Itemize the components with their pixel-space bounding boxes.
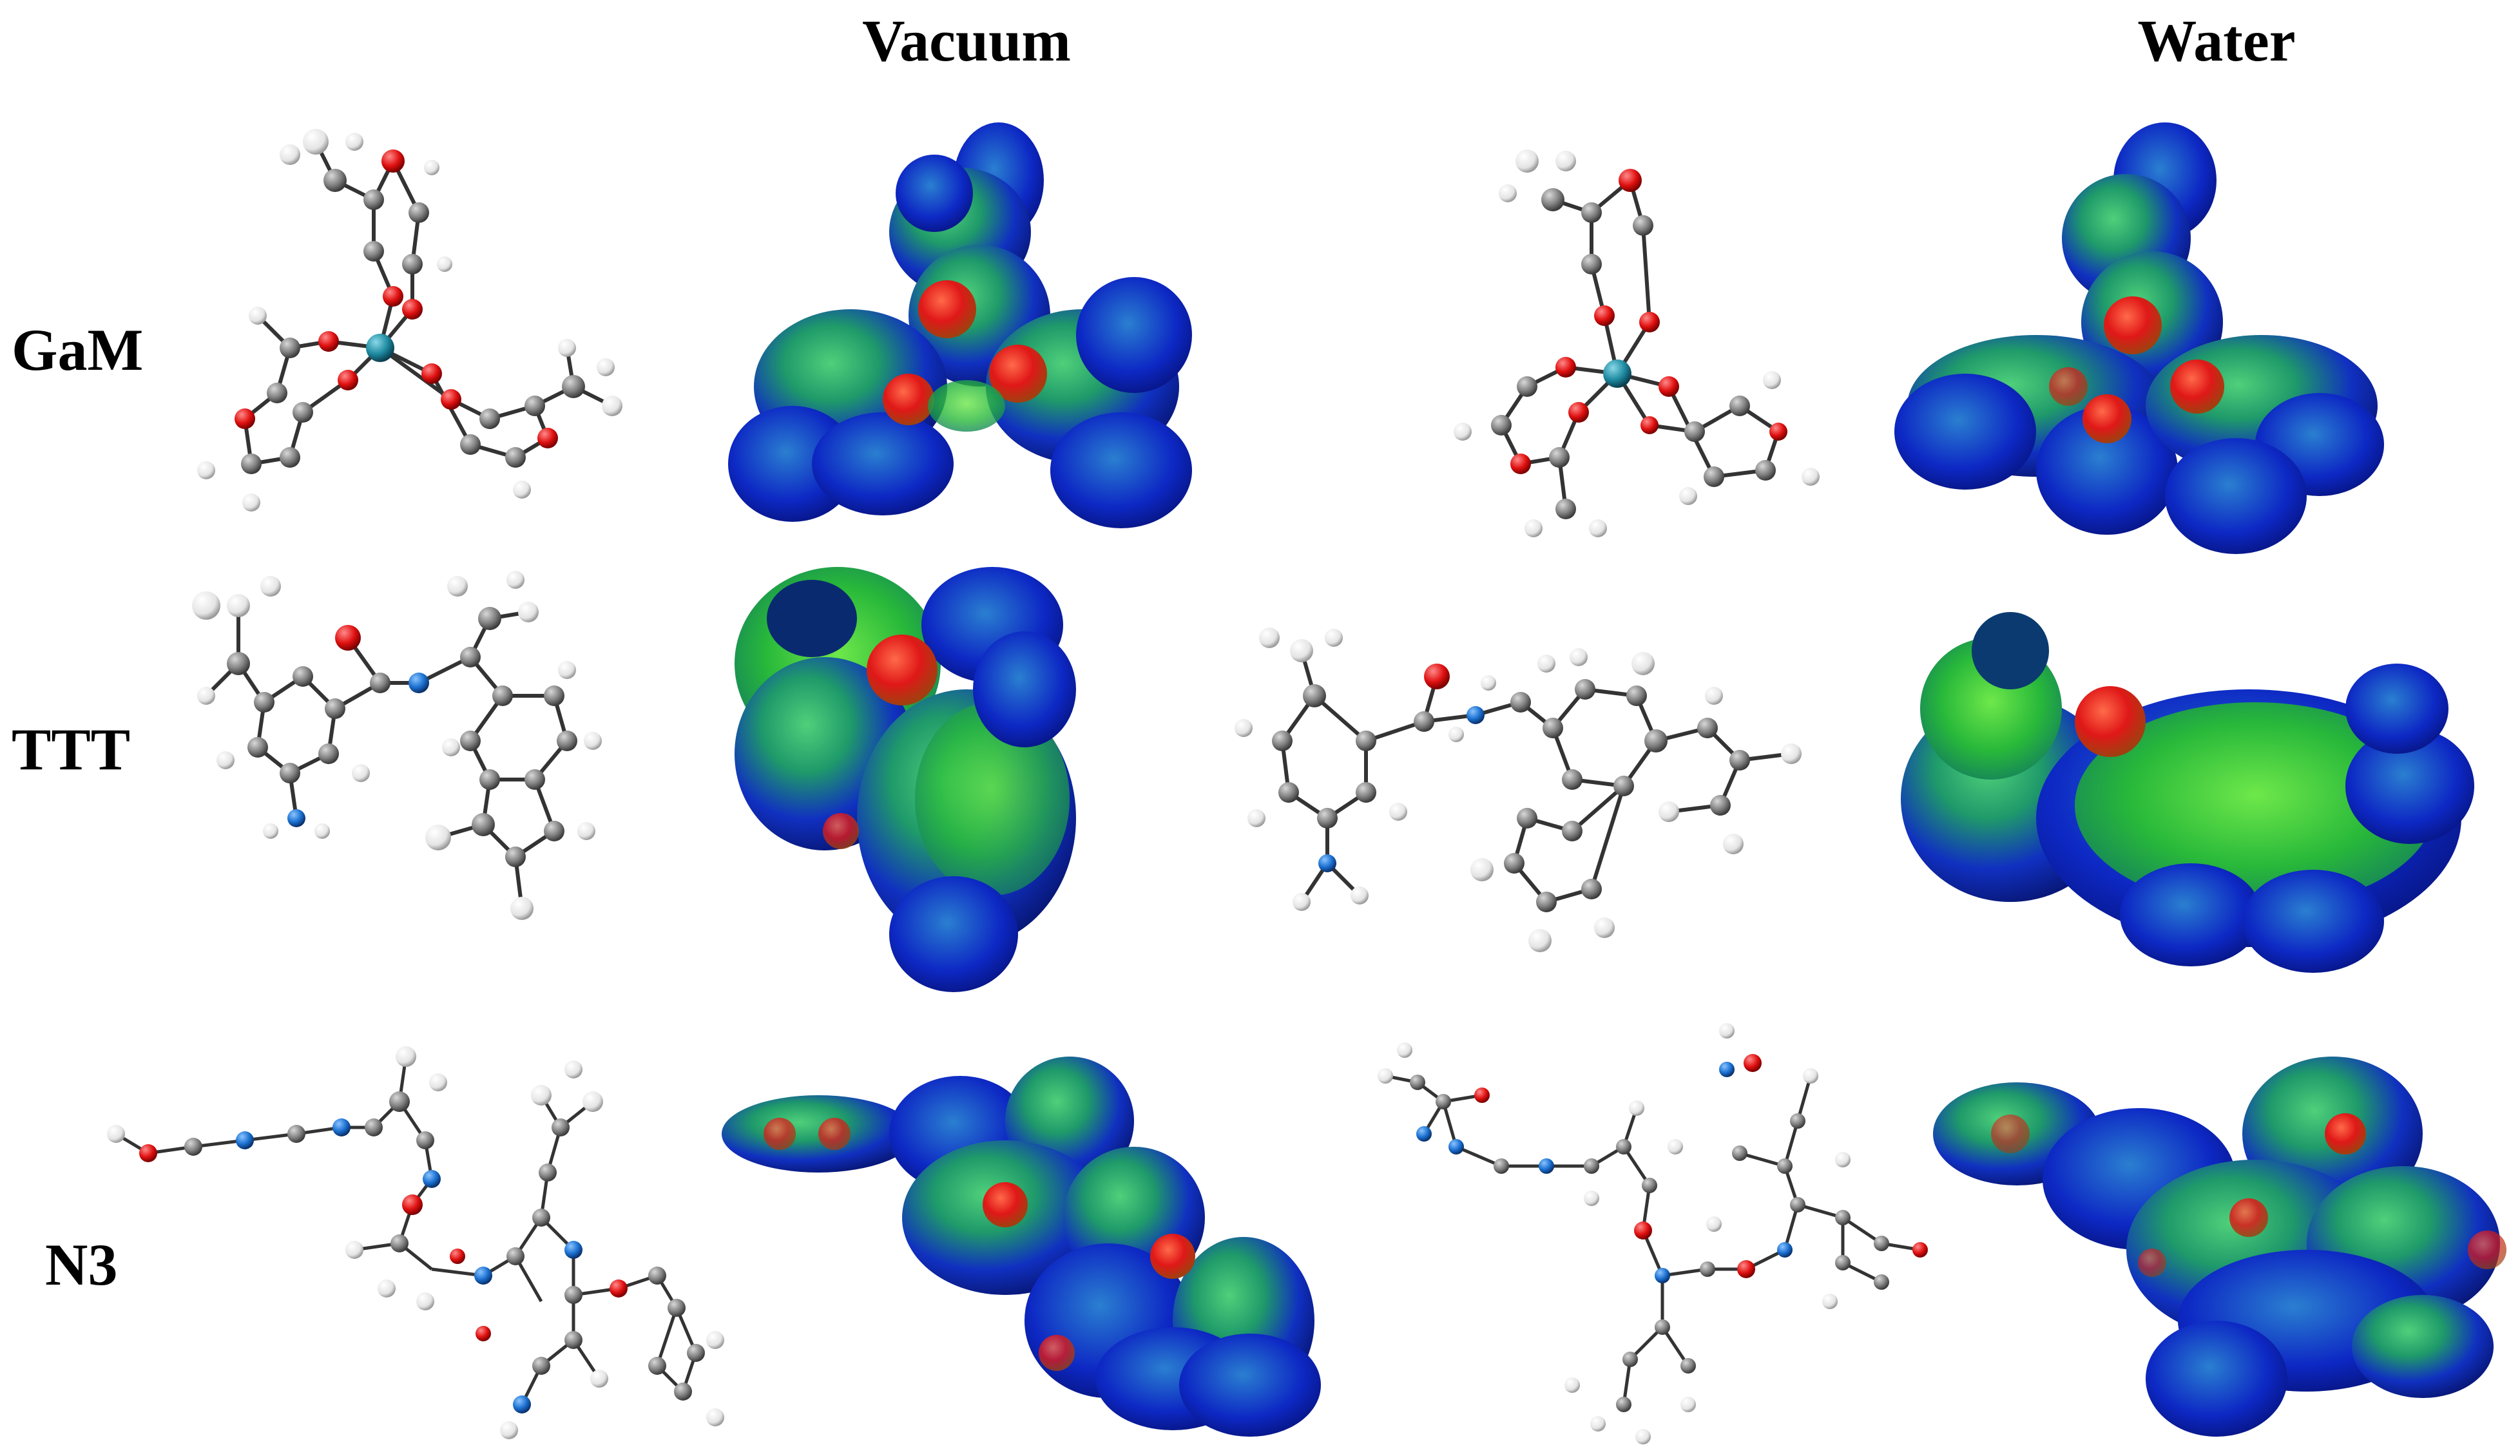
ttt-vacuum-electrostatic-potential-surface bbox=[722, 560, 1134, 1005]
n3-water-ball-and-stick-model bbox=[1366, 1018, 1959, 1450]
gam-water-ball-and-stick-model bbox=[1379, 116, 1869, 554]
gam-water-electrostatic-potential-surface bbox=[1894, 110, 2384, 573]
header-water: Water bbox=[2137, 8, 2296, 73]
ttt-water-ball-and-stick-model bbox=[1179, 599, 1901, 999]
ttt-water-electrostatic-potential-surface bbox=[1894, 593, 2487, 992]
n3-water-electrostatic-potential-surface bbox=[1933, 1050, 2513, 1450]
row-label-ttt: TTT bbox=[12, 716, 131, 782]
row-label-n3: N3 bbox=[45, 1232, 118, 1298]
gam-vacuum-ball-and-stick-model bbox=[161, 103, 651, 522]
n3-vacuum-electrostatic-potential-surface bbox=[722, 1050, 1366, 1437]
n3-vacuum-ball-and-stick-model bbox=[97, 1031, 741, 1450]
gam-vacuum-electrostatic-potential-surface bbox=[722, 103, 1211, 541]
header-vacuum: Vacuum bbox=[862, 8, 1071, 73]
ttt-vacuum-ball-and-stick-model bbox=[168, 548, 657, 999]
row-label-gam: GaM bbox=[12, 317, 144, 383]
